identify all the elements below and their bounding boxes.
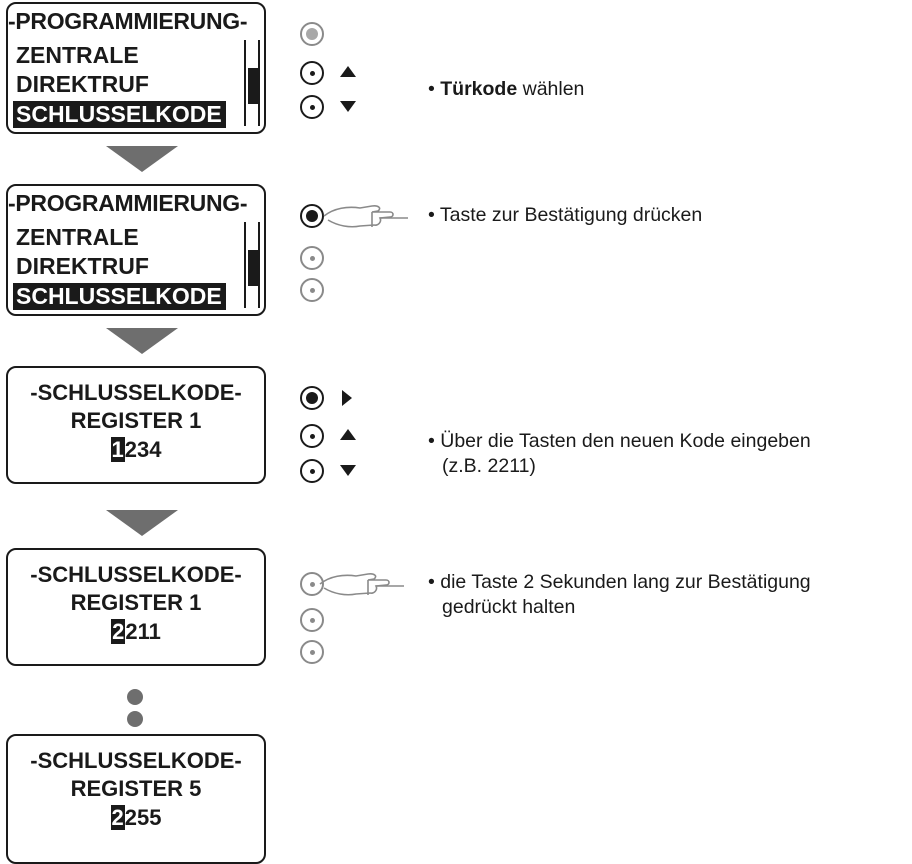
pressing-hand-icon — [319, 573, 404, 596]
code-cursor-digit: 2 — [111, 619, 126, 644]
instruction-rest: wählen — [517, 78, 585, 100]
arrow-up-icon — [340, 429, 356, 440]
arrow-up-icon — [340, 66, 356, 77]
register-label: REGISTER 5 — [70, 776, 202, 801]
flow-down-arrow-icon — [106, 510, 178, 536]
down-button-icon — [300, 95, 324, 119]
display-screen: -SCHLUSSELKODE- REGISTER 1 1234 — [6, 366, 266, 484]
instruction-text: • Türkode wählen — [428, 77, 584, 102]
menu-item: ZENTRALE — [16, 42, 139, 68]
register-label: REGISTER 1 — [70, 408, 202, 433]
scrollbar-thumb — [248, 68, 260, 104]
bullet: • — [428, 204, 435, 226]
down-button-icon — [300, 459, 324, 483]
code-value: 2211 — [8, 619, 264, 645]
scrollbar-thumb — [248, 250, 260, 286]
arrow-down-icon — [340, 465, 356, 476]
up-button-icon — [300, 246, 324, 270]
menu-item: ZENTRALE — [16, 224, 139, 250]
ok-button-icon — [300, 386, 324, 410]
display-screen: -SCHLUSSELKODE- REGISTER 5 2255 — [6, 734, 266, 864]
continuation-dot-icon — [127, 711, 143, 727]
display-screen: -PROGRAMMIERUNG- ZENTRALE DIREKTRUF SCHL… — [6, 2, 266, 134]
instruction-line: Über die Tasten den neuen Kode eingeben — [440, 430, 811, 452]
flow-down-arrow-icon — [106, 146, 178, 172]
instruction-text: • Taste zur Bestätigung drücken — [428, 203, 702, 228]
screen-title: -SCHLUSSELKODE- — [30, 562, 242, 587]
arrow-right-icon — [342, 390, 352, 406]
screen-title: -SCHLUSSELKODE- — [30, 380, 242, 405]
display-screen: -PROGRAMMIERUNG- ZENTRALE DIREKTRUF SCHL… — [6, 184, 266, 316]
code-rest: 255 — [124, 805, 162, 830]
instruction-line: (z.B. 2211) — [442, 455, 536, 477]
code-value: 1234 — [8, 437, 264, 463]
menu-item: DIREKTRUF — [16, 253, 149, 279]
code-cursor-digit: 2 — [110, 805, 125, 830]
instruction-text: • die Taste 2 Sekunden lang zur Bestätig… — [428, 570, 811, 620]
down-button-icon — [300, 640, 324, 664]
menu-item-selected: SCHLUSSELKODE — [13, 283, 226, 310]
bullet: • — [428, 430, 435, 452]
menu-item-selected: SCHLUSSELKODE — [13, 101, 226, 128]
instruction-bold: Türkode — [440, 78, 518, 100]
flow-down-arrow-icon — [106, 328, 178, 354]
up-button-icon — [300, 608, 324, 632]
code-rest: 211 — [125, 619, 161, 644]
ok-button-icon — [300, 204, 324, 228]
arrow-down-icon — [340, 101, 356, 112]
code-rest: 234 — [124, 437, 162, 462]
code-value: 2255 — [8, 805, 264, 831]
instruction-text: • Über die Tasten den neuen Kode eingebe… — [428, 429, 811, 479]
screen-title: -PROGRAMMIERUNG- — [8, 8, 248, 34]
down-button-icon — [300, 278, 324, 302]
up-button-icon — [300, 424, 324, 448]
register-label: REGISTER 1 — [70, 590, 202, 615]
instruction-line: die Taste 2 Sekunden lang zur Bestätigun… — [440, 571, 811, 593]
bullet: • — [428, 571, 435, 593]
bullet: • — [428, 78, 435, 100]
continuation-dot-icon — [127, 689, 143, 705]
up-button-icon — [300, 61, 324, 85]
display-screen: -SCHLUSSELKODE- REGISTER 1 2211 — [6, 548, 266, 666]
code-cursor-digit: 1 — [110, 437, 125, 462]
pressing-hand-icon — [323, 205, 408, 228]
ok-button-icon — [300, 22, 324, 46]
screen-title: -SCHLUSSELKODE- — [30, 748, 242, 773]
instruction-line: gedrückt halten — [442, 596, 576, 618]
screen-title: -PROGRAMMIERUNG- — [8, 190, 248, 216]
instruction-line: Taste zur Bestätigung drücken — [439, 204, 703, 226]
menu-item: DIREKTRUF — [16, 71, 149, 97]
